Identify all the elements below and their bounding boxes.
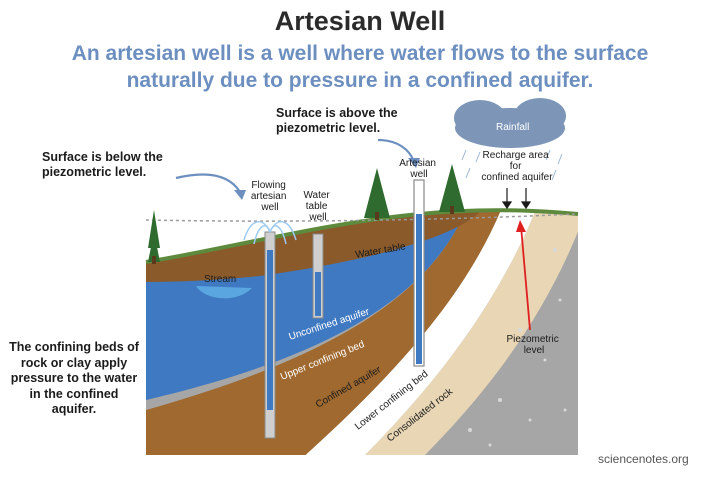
confining-beds-annotation: The confining beds of rock or clay apply… bbox=[9, 340, 139, 416]
tree-middle bbox=[364, 168, 390, 218]
upper-confining-bed-layer bbox=[146, 210, 505, 455]
surface-below-arrow bbox=[175, 173, 241, 193]
piezometric-level-line bbox=[145, 213, 579, 222]
piezometric-arrow bbox=[520, 225, 531, 331]
stream-label: Stream bbox=[204, 274, 236, 285]
artesian-well-label: Artesian well bbox=[399, 158, 438, 180]
confined-aquifer-layer bbox=[300, 210, 540, 455]
rainfall-label: Rainfall bbox=[496, 122, 529, 133]
rain-cloud bbox=[454, 98, 566, 148]
water-table-well-label: Water table well bbox=[303, 190, 332, 223]
surface-above-annotation: Surface is above the piezometric level. bbox=[276, 106, 398, 135]
flowing-well-fountain bbox=[243, 221, 297, 245]
piezometric-level-label: Piezometric level bbox=[506, 334, 561, 356]
page-title: Artesian Well bbox=[274, 6, 446, 36]
page-subtitle: An artesian well is a well where water f… bbox=[71, 42, 649, 92]
ground-surface bbox=[145, 208, 579, 264]
credit-text: sciencenotes.org bbox=[598, 452, 689, 466]
recharge-arrows bbox=[501, 188, 532, 210]
trees bbox=[148, 164, 465, 262]
tree-right bbox=[439, 164, 465, 212]
surface-below-annotation: Surface is below the piezometric level. bbox=[42, 150, 163, 179]
rain-drops bbox=[461, 149, 563, 181]
stream-water bbox=[196, 286, 252, 299]
recharge-area-label: Recharge area for confined aquifer bbox=[481, 150, 553, 183]
lower-confining-bed-layer bbox=[360, 210, 578, 455]
flowing-well-label: Flowing artesian well bbox=[251, 180, 289, 213]
flowing-well-water bbox=[267, 250, 273, 410]
tree-left-top bbox=[148, 210, 160, 248]
artesian-well-water bbox=[416, 214, 422, 364]
water-table-well-water bbox=[315, 272, 321, 316]
rock-texture bbox=[468, 248, 567, 447]
piezometric-arrow-head bbox=[516, 220, 526, 232]
